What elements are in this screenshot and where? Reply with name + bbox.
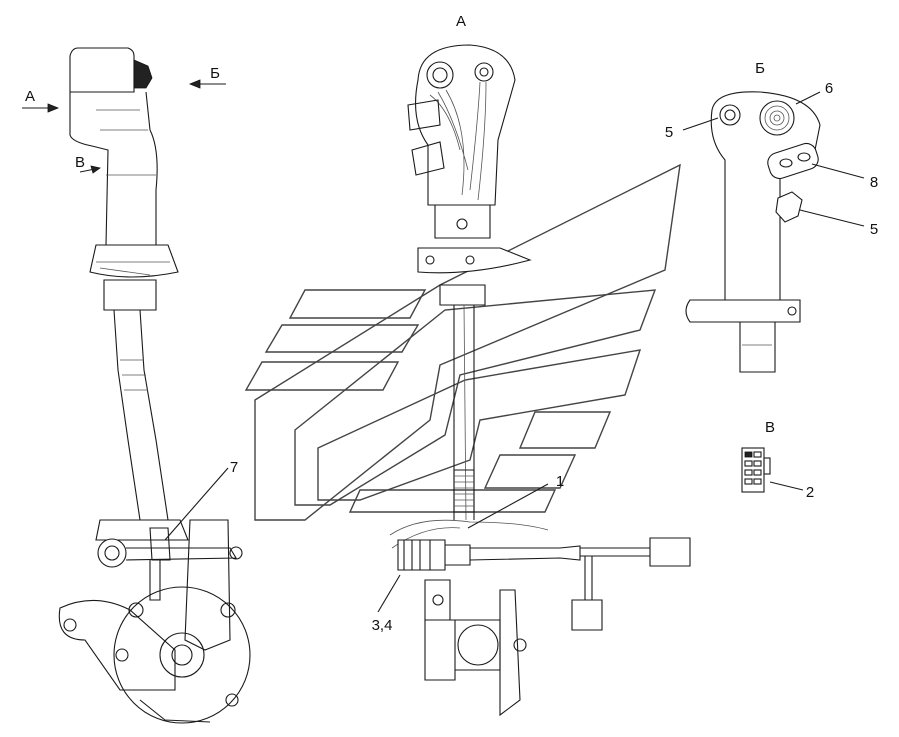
view-label-a: А — [456, 13, 466, 30]
callout-2: 2 — [806, 484, 814, 501]
watermark-logo — [244, 163, 681, 521]
view-b-joystick — [685, 91, 821, 373]
view-label-b: Б — [755, 60, 765, 77]
view-v-connector — [741, 447, 771, 493]
callout-5-top: 5 — [665, 124, 673, 141]
arrow-label-b: Б — [210, 65, 220, 82]
callout-7: 7 — [230, 459, 238, 476]
callout-6: 6 — [825, 80, 833, 97]
callout-5-bottom: 5 — [870, 221, 878, 238]
callout-8: 8 — [870, 174, 878, 191]
arrow-label-v: В — [75, 154, 85, 171]
side-view-joystick — [58, 47, 251, 724]
callout-1: 1 — [556, 473, 564, 490]
arrow-label-a: А — [25, 88, 35, 105]
callout-3-4: 3,4 — [372, 617, 393, 634]
view-label-v: В — [765, 419, 775, 436]
leader-lines — [22, 79, 865, 613]
center-view-a — [389, 44, 691, 717]
